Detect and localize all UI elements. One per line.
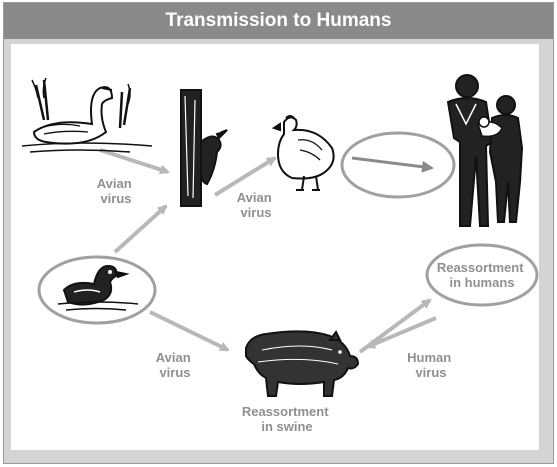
label-reassortment-humans: Reassortment in humans [437,260,527,290]
label-avian-virus-1: Avian virus [97,176,136,206]
label-avian-virus-3: Avian virus [156,350,195,380]
label-avian-virus-2: Avian virus [237,190,276,220]
